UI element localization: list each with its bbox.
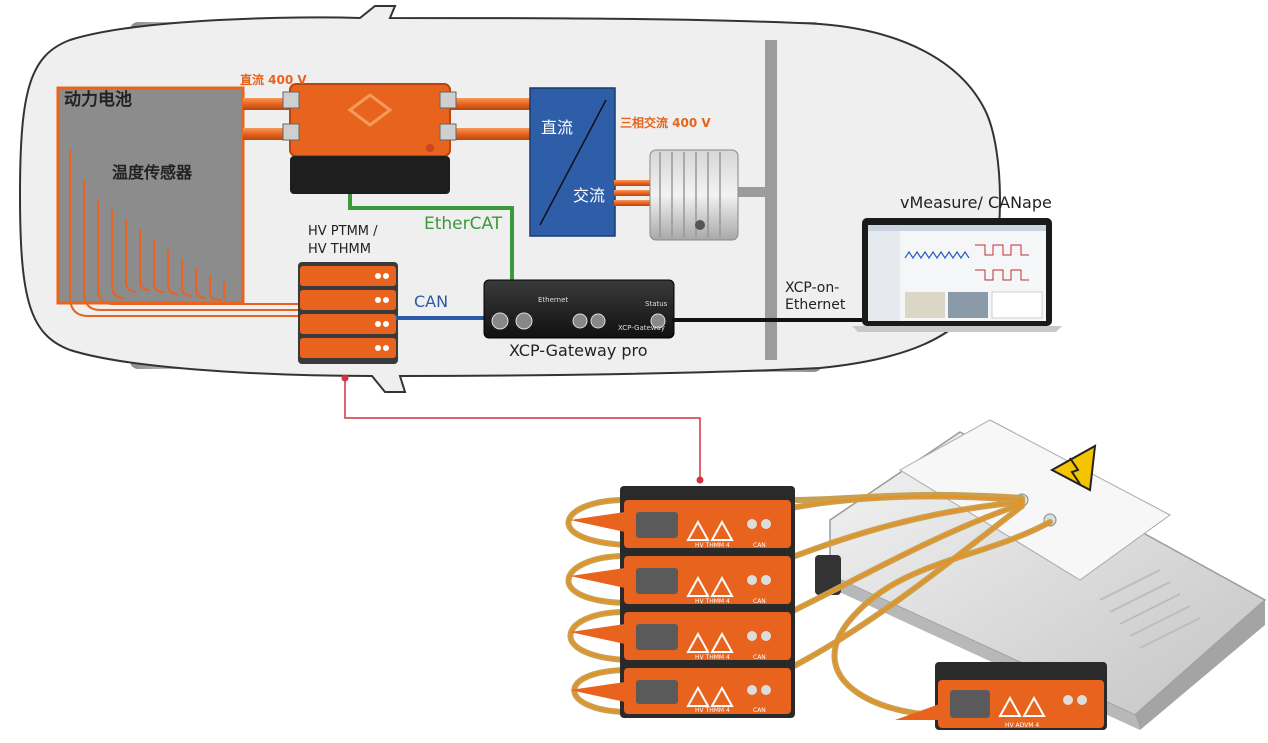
hv-junction-box <box>282 83 457 194</box>
thmm-label-1: HV THMM 4 <box>695 542 730 549</box>
thmm-can-4: CAN <box>753 707 766 714</box>
thmm-module-2: HV THMM 4 CAN <box>624 556 791 605</box>
high-voltage-warning-icon <box>1049 444 1097 492</box>
rear-axle <box>765 40 777 360</box>
gateway-brand: Ethernet <box>538 296 568 304</box>
thmm-label-3: HV THMM 4 <box>695 654 730 661</box>
battery-pack <box>56 86 300 317</box>
detail-link-line <box>344 378 701 480</box>
sensor-wires <box>69 150 300 317</box>
thmm-can-2: CAN <box>753 598 766 605</box>
xcp-ethernet-label-2: Ethernet <box>785 297 846 313</box>
hv-module-label-2: HV THMM <box>308 242 371 257</box>
dc-400v-label: 直流 400 V <box>240 73 307 87</box>
motor-cables <box>614 180 654 206</box>
gateway-label: XCP-Gateway pro <box>509 341 648 360</box>
hv-module-label-1: HV PTMM / <box>308 224 378 239</box>
ethercat-line <box>348 194 514 282</box>
drive-shaft <box>735 187 767 197</box>
three-phase-label: 三相交流 400 V <box>620 116 711 130</box>
thmm-can-1: CAN <box>753 542 766 549</box>
battery-label: 动力电池 <box>64 90 132 110</box>
thmm-label-2: HV THMM 4 <box>695 598 730 605</box>
gateway-status: Status <box>645 300 668 308</box>
thmm-label-4: HV THMM 4 <box>695 707 730 714</box>
hv-advm-module: HV ADVM 4 <box>895 662 1107 730</box>
xcp-ethernet-label-1: XCP-on- <box>785 280 840 296</box>
can-label: CAN <box>414 292 449 311</box>
electric-motor <box>649 149 739 241</box>
xcp-gateway-device: Ethernet XCP-Gateway Status <box>483 279 675 339</box>
link-dot-bottom <box>696 476 704 484</box>
link-dot-top <box>341 374 349 382</box>
temperature-sensor-label: 温度传感器 <box>112 163 193 182</box>
thmm-can-3: CAN <box>753 654 766 661</box>
hv-module-stack-car <box>298 262 398 364</box>
thmm-module-3: HV THMM 4 CAN <box>624 612 791 661</box>
thmm-module-4: HV THMM 4 CAN <box>624 668 791 714</box>
advm-label: HV ADVM 4 <box>1005 722 1039 729</box>
inverter-ac-label: 交流 <box>573 186 606 205</box>
thmm-module-1: HV THMM 4 CAN <box>624 500 791 549</box>
laptop <box>852 218 1062 332</box>
ethercat-label: EtherCAT <box>424 214 503 234</box>
gateway-name: XCP-Gateway <box>618 324 665 332</box>
hv-thmm-stack: HV THMM 4 CAN HV THMM 4 CAN HV THMM 4 CA… <box>570 486 795 718</box>
vmeasure-canape-label: vMeasure/ CANape <box>900 193 1052 212</box>
inverter-block <box>529 87 616 237</box>
inverter-dc-label: 直流 <box>541 118 574 137</box>
